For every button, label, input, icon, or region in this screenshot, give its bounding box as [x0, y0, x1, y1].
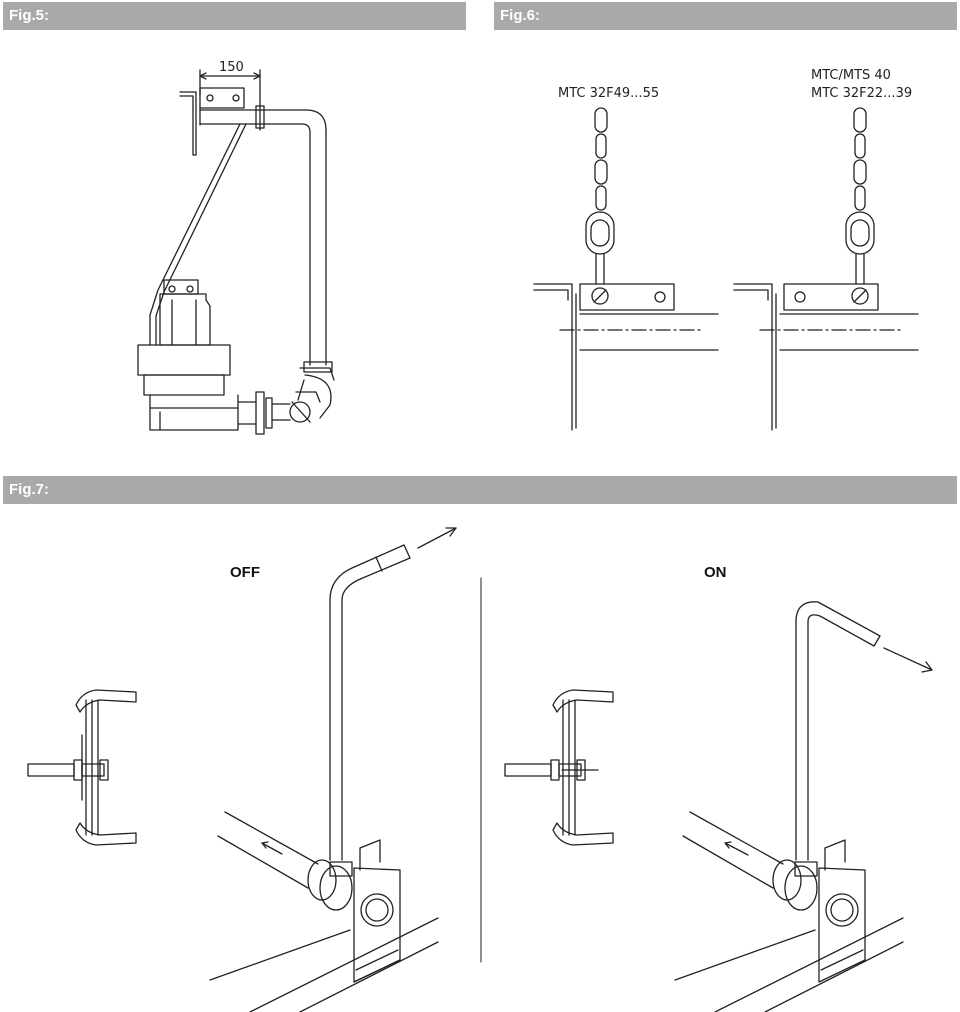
fig7-off-valve-detail	[27, 689, 137, 846]
fig5-pump-installation-drawing	[137, 69, 335, 435]
fig7-on-assembly	[674, 601, 933, 1012]
fig7-title: Fig.7:	[9, 481, 49, 498]
fig7-state-on-label: ON	[704, 564, 727, 581]
fig7-header-bar: Fig.7:	[3, 476, 957, 504]
fig7-state-off-label: OFF	[230, 564, 260, 581]
fig6-model-label-right-2: MTC 32F22...39	[811, 86, 913, 101]
fig5-header-bar: Fig.5:	[3, 2, 466, 30]
fig6-title: Fig.6:	[500, 7, 540, 24]
fig7-off-assembly	[209, 527, 457, 1012]
fig5-dimension-label: 150	[219, 60, 244, 75]
fig6-model-label-right-1: MTC/MTS 40	[811, 68, 891, 83]
fig6-chain-suspension-right	[733, 107, 919, 431]
fig6-header-bar: Fig.6:	[494, 2, 957, 30]
fig6-model-label-left: MTC 32F49...55	[558, 86, 660, 101]
fig5-title: Fig.5:	[9, 7, 49, 24]
fig7-on-valve-detail	[504, 689, 614, 846]
fig6-chain-suspension-left	[533, 107, 719, 431]
